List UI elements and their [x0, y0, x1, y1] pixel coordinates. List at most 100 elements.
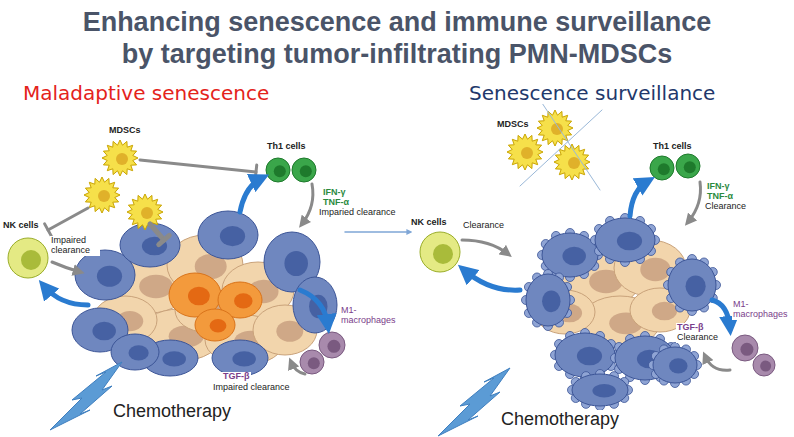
cell-label: MDSCs — [496, 120, 530, 130]
th1-cell — [676, 154, 700, 178]
treatment-label: Chemotherapy — [112, 402, 232, 422]
senescent-cell-nucleus — [92, 322, 116, 340]
clearance-arrow — [462, 240, 508, 254]
macrophage-cell — [319, 332, 345, 358]
clearance-arrow — [291, 362, 305, 374]
senescent-cell-nucleus — [284, 251, 308, 276]
signal-arrow — [630, 181, 648, 216]
macrophage-cell — [732, 335, 758, 361]
macrophage-cell — [300, 350, 324, 374]
cell-label: MDSCs — [108, 126, 142, 136]
inhibition-line — [140, 160, 256, 172]
cross-out-line — [540, 100, 600, 190]
mdsc-nucleus — [116, 153, 128, 165]
mdsc-cell — [507, 134, 543, 170]
cytokine-label: IFN-γ — [322, 188, 347, 198]
mdsc-nucleus — [141, 207, 153, 219]
cytokine-label: TGF-β — [676, 323, 705, 333]
stressed-cell-nucleus — [210, 319, 227, 332]
stressed-cell-nucleus — [188, 287, 210, 305]
title: Enhancing senescence and immune surveill… — [80, 6, 715, 70]
senescent-cell — [526, 274, 570, 326]
senescent-cell — [653, 347, 697, 383]
senescent-cell-nucleus — [592, 384, 616, 397]
mdsc-cell — [127, 194, 163, 230]
senescent-cell-nucleus — [232, 351, 256, 366]
clearance-arrow — [688, 182, 701, 222]
th1-cell — [292, 158, 316, 182]
senescent-cell-nucleus — [129, 345, 149, 360]
senescent-cell — [595, 218, 655, 262]
clearance-arrow — [52, 262, 80, 272]
senescent-cell — [198, 211, 258, 259]
mdsc-nucleus — [521, 147, 533, 159]
macrophage-cell-nucleus — [327, 340, 340, 353]
cell-label: M1-macrophages — [340, 306, 392, 326]
signal-arrow — [300, 290, 328, 326]
th1-cell-nucleus — [684, 161, 696, 173]
inhibition-bar — [45, 224, 52, 236]
process-label: Impaired clearance — [50, 236, 100, 256]
senescent-cell-nucleus — [97, 266, 122, 287]
tumor-cell-nucleus — [640, 258, 670, 282]
macrophage-cell — [753, 354, 775, 376]
cell-label: Th1 cells — [652, 142, 693, 152]
transition-arrow — [345, 231, 410, 233]
senescent-cell-nucleus — [617, 232, 642, 250]
macrophage-cell-nucleus — [308, 357, 320, 369]
clearance-arrow — [302, 184, 313, 224]
stressed-cell-nucleus — [234, 293, 252, 308]
th1-cell — [650, 156, 674, 180]
macrophage-cell-nucleus — [760, 361, 771, 372]
clearance-arrow — [705, 356, 730, 370]
th1-cell-nucleus — [274, 165, 286, 177]
process-label: Imparied clearance — [318, 208, 397, 218]
stressed-cell — [195, 309, 235, 341]
inhibition-bar — [159, 235, 170, 244]
panel-heading: Maladaptive senescence — [22, 82, 270, 104]
nk-cell-nucleus — [433, 244, 453, 264]
process-label: Clearance — [676, 333, 719, 343]
senescent-cell-nucleus — [577, 347, 602, 365]
inhibition-bar — [255, 165, 256, 179]
senescent-cell — [572, 374, 628, 406]
senescent-cell-nucleus — [162, 351, 186, 366]
process-label: Impaired clearance — [212, 383, 291, 393]
senescent-cell-nucleus — [686, 275, 706, 297]
senescent-cell — [120, 223, 180, 267]
macrophage-cell-nucleus — [740, 343, 753, 356]
cytokine-label: TNF-α — [706, 192, 734, 202]
senescent-cell-nucleus — [220, 226, 245, 246]
th1-cell-nucleus — [658, 163, 670, 175]
senescent-cell-nucleus — [669, 358, 687, 373]
cell-label: NK cells — [2, 221, 40, 231]
panel-heading: Senescence surveillance — [468, 82, 716, 104]
signal-arrow — [44, 286, 88, 305]
process-label: Clearance — [462, 221, 505, 231]
cross-out-line — [520, 110, 602, 186]
tumor-cell-nucleus — [652, 302, 677, 320]
senescent-cell-nucleus — [542, 290, 560, 312]
signal-arrow — [712, 300, 730, 328]
cell-label: Th1 cells — [266, 142, 307, 152]
cell-label: NK cells — [410, 218, 448, 228]
nk-cell — [8, 238, 48, 278]
nk-cell-nucleus — [21, 250, 41, 270]
signal-arrow — [240, 178, 262, 212]
tumor-cell-nucleus — [139, 275, 173, 299]
process-label: Clearance — [704, 202, 747, 212]
mdsc-nucleus — [568, 157, 580, 169]
senescent-cell — [212, 340, 268, 376]
inhibition-line — [48, 208, 88, 230]
cytokine-label: IFN-γ — [706, 182, 731, 192]
th1-cell — [266, 158, 290, 182]
senescent-cell — [555, 333, 615, 377]
cytokine-label: TNF-α — [322, 198, 350, 208]
treatment-label: Chemotherapy — [500, 410, 620, 430]
senescent-cell — [293, 277, 337, 333]
mdsc-nucleus — [98, 190, 110, 202]
senescent-cell — [668, 259, 716, 311]
inhibition-line — [150, 224, 164, 240]
mdsc-cell — [102, 140, 138, 176]
